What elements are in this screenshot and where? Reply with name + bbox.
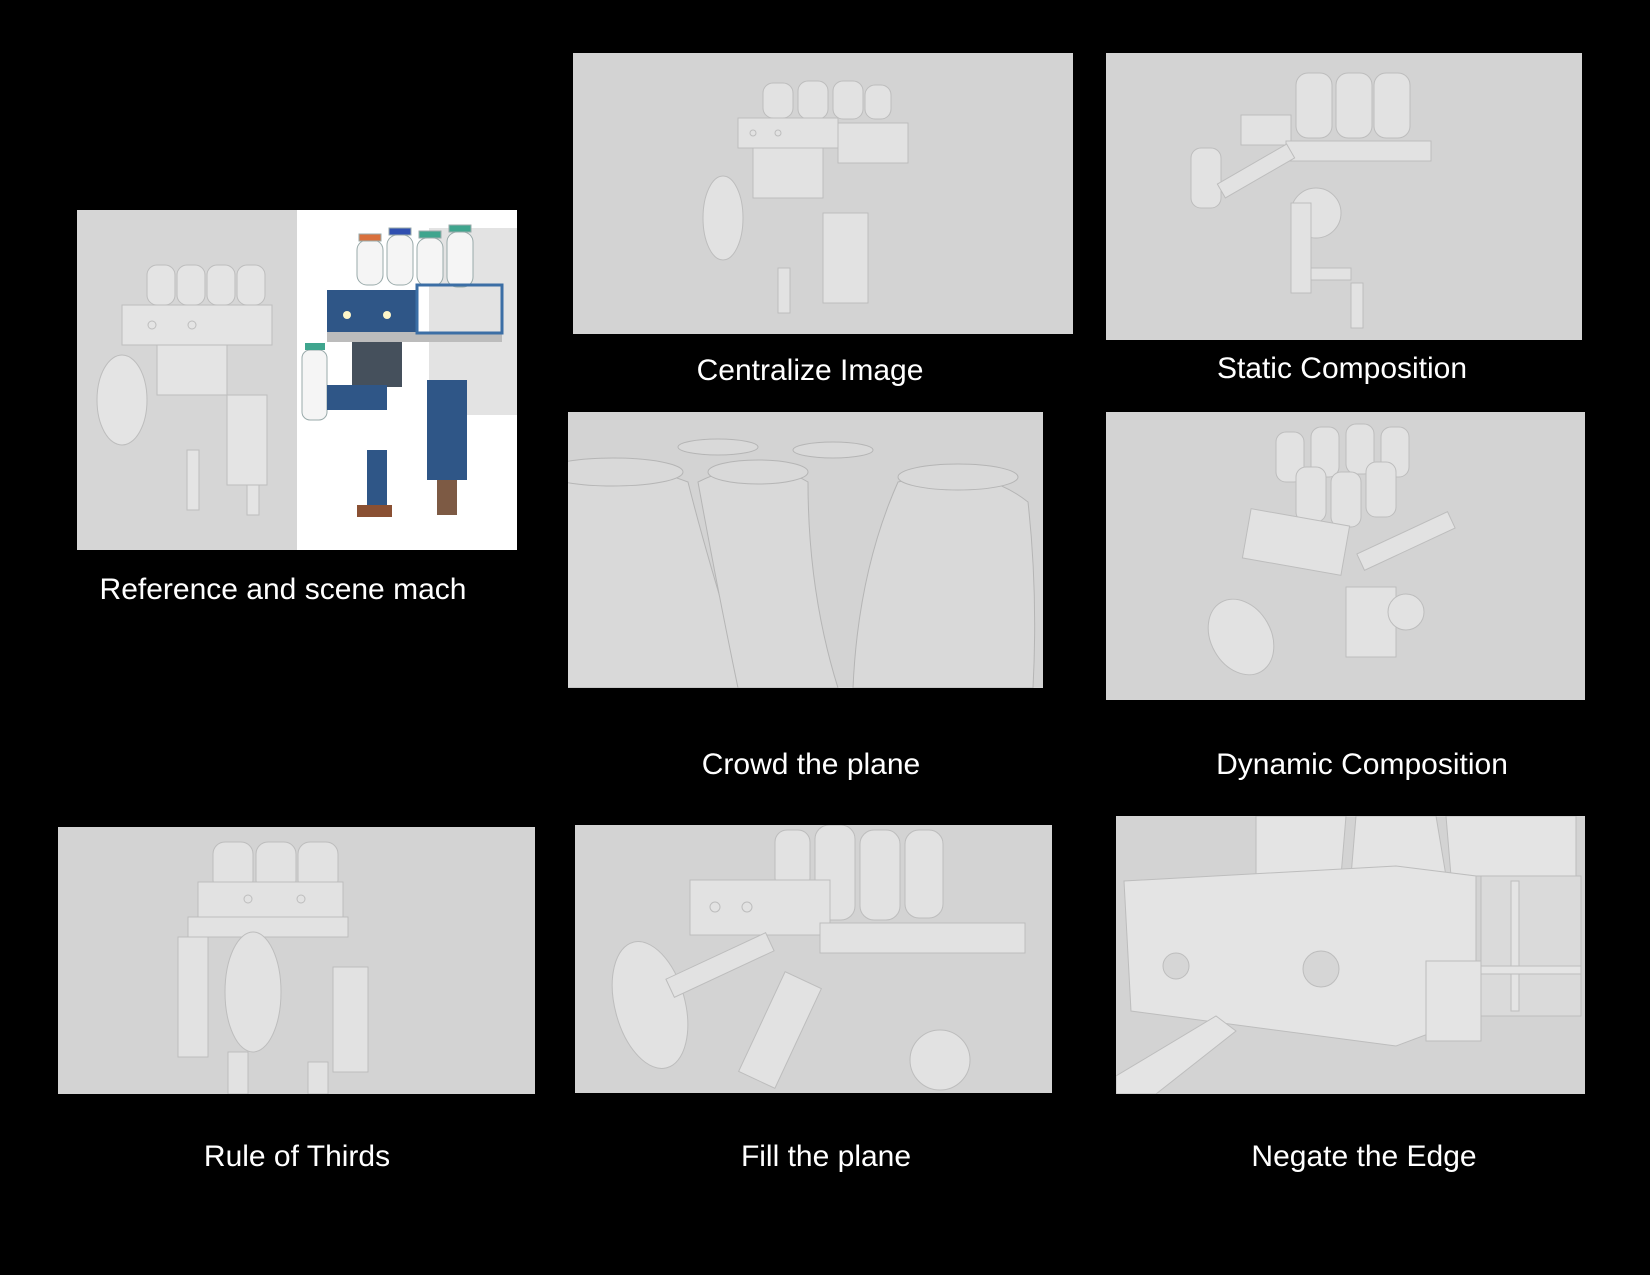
side-view-robot-illustration	[1190, 72, 1432, 329]
fill-the-plane-caption: Fill the plane	[740, 1140, 912, 1173]
concept-art-half	[297, 210, 517, 550]
dynamic-composition-caption: Dynamic Composition	[1216, 748, 1508, 781]
closer-robot-illustration	[611, 825, 1026, 1091]
fill-the-plane-panel	[575, 825, 1052, 1093]
dynamic-composition-panel	[1106, 412, 1585, 700]
clay-robot-illustration	[96, 264, 273, 516]
clay-render-half	[77, 210, 297, 550]
centralize-image-panel	[573, 53, 1073, 334]
rule-of-thirds-panel	[58, 827, 535, 1094]
extreme-closeup-illustration	[1116, 816, 1582, 1094]
reference-panel	[77, 210, 517, 550]
angled-robot-illustration	[1207, 423, 1456, 676]
crowd-the-plane-caption: Crowd the plane	[701, 748, 921, 781]
crowd-the-plane-panel	[568, 412, 1043, 688]
static-composition-caption: Static Composition	[1216, 352, 1468, 385]
static-composition-panel	[1106, 53, 1582, 340]
front-view-robot-illustration	[177, 841, 369, 1094]
reference-caption: Reference and scene mach	[99, 573, 467, 606]
bottles-closeup-illustration	[568, 438, 1036, 688]
rule-of-thirds-caption: Rule of Thirds	[203, 1140, 391, 1173]
concept-robot-illustration	[301, 224, 504, 517]
negate-the-edge-caption: Negate the Edge	[1251, 1140, 1477, 1173]
centralize-image-caption: Centralize Image	[696, 354, 924, 387]
centered-robot-illustration	[702, 80, 909, 314]
negate-the-edge-panel	[1116, 816, 1585, 1094]
